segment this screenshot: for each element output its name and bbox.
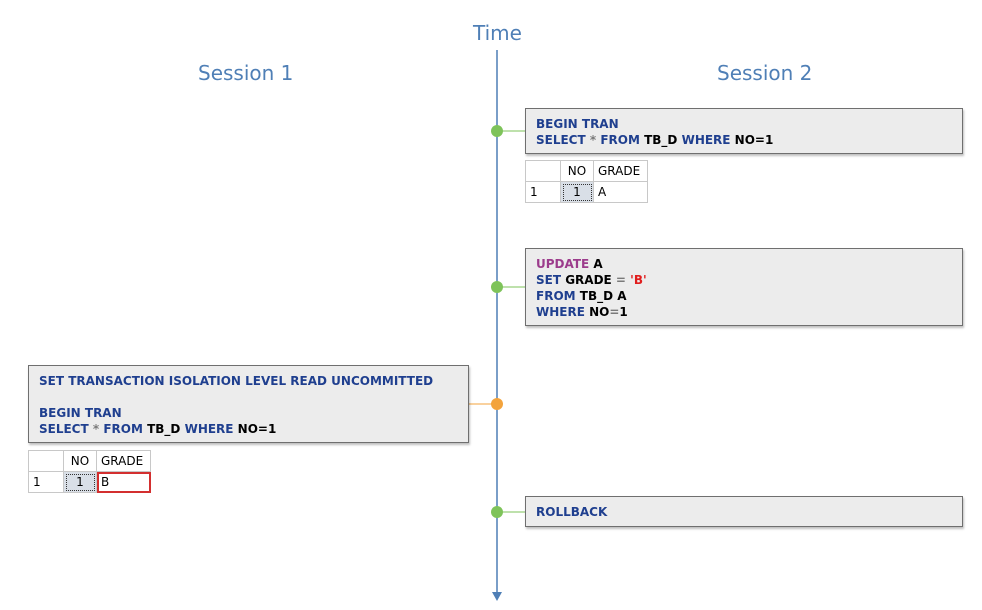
sql-keyword: SET	[536, 273, 562, 287]
s2-update-query-box: UPDATE A SET GRADE = 'B' FROM TB_D A WHE…	[525, 248, 963, 326]
s1-result-grid: NO GRADE 1 1 B	[28, 450, 151, 493]
table-row: 1 1 B	[28, 471, 151, 493]
grid-header-no: NO	[560, 160, 594, 182]
code-line: SELECT * FROM TB_D WHERE NO=1	[39, 421, 458, 437]
sql-keyword: SELECT	[536, 133, 586, 147]
sql-keyword: WHERE	[681, 133, 731, 147]
code-line: ROLLBACK	[536, 504, 952, 520]
grid-row-number: 1	[28, 471, 64, 493]
event-dot-s2-update	[491, 281, 503, 293]
grid-corner-cell	[28, 450, 64, 472]
sql-value: 1	[619, 305, 628, 319]
sql-identifier: TB_D A	[575, 289, 627, 303]
sql-keyword: BEGIN TRAN	[536, 117, 619, 131]
sql-string-literal: 'B'	[625, 273, 647, 287]
sql-keyword: BEGIN TRAN	[39, 406, 122, 420]
grid-header-row: NO GRADE	[28, 450, 151, 472]
grid-header-row: NO GRADE	[525, 160, 648, 182]
grid-cell-no[interactable]: 1	[63, 471, 97, 493]
grid-header-grade: GRADE	[593, 160, 648, 182]
sql-identifier: TB_D	[639, 133, 682, 147]
code-line: FROM TB_D A	[536, 288, 952, 304]
s2-rollback-box: ROLLBACK	[525, 496, 963, 527]
grid-header-no: NO	[63, 450, 97, 472]
s1-select-query-box: SET TRANSACTION ISOLATION LEVEL READ UNC…	[28, 365, 469, 443]
code-line: SET GRADE = 'B'	[536, 272, 952, 288]
code-line: BEGIN TRAN	[39, 405, 458, 421]
session1-label: Session 1	[198, 61, 294, 85]
time-label: Time	[473, 21, 522, 45]
event-dot-s2-rollback	[491, 506, 503, 518]
sql-operator: *	[585, 133, 601, 147]
sql-operator: =	[609, 305, 620, 319]
sql-keyword: FROM	[600, 133, 640, 147]
code-line: BEGIN TRAN	[536, 116, 952, 132]
sql-keyword: WHERE	[536, 305, 585, 319]
code-line: WHERE NO=1	[536, 304, 952, 320]
event-dot-s2-begin	[491, 125, 503, 137]
sql-keyword: SELECT	[39, 422, 89, 436]
sql-identifier: TB_D	[142, 422, 185, 436]
session2-label: Session 2	[717, 61, 813, 85]
sql-condition: NO=1	[233, 422, 277, 436]
sql-keyword: UPDATE	[536, 257, 590, 271]
sql-keyword: WHERE	[184, 422, 234, 436]
table-row: 1 1 A	[525, 181, 648, 203]
sql-keyword: FROM	[536, 289, 576, 303]
sql-keyword: FROM	[103, 422, 143, 436]
grid-header-grade: GRADE	[96, 450, 151, 472]
sql-keyword: ROLLBACK	[536, 505, 608, 519]
s2-begin-query-box: BEGIN TRAN SELECT * FROM TB_D WHERE NO=1	[525, 108, 963, 154]
code-line: SET TRANSACTION ISOLATION LEVEL READ UNC…	[39, 373, 458, 389]
sql-operator: =	[615, 273, 626, 287]
sql-identifier: GRADE	[561, 273, 616, 287]
sql-operator: *	[88, 422, 104, 436]
grid-row-number: 1	[525, 181, 561, 203]
grid-cell-no[interactable]: 1	[560, 181, 594, 203]
code-line-blank	[39, 389, 458, 405]
grid-cell-grade[interactable]: A	[593, 181, 648, 203]
s2-result-grid: NO GRADE 1 1 A	[525, 160, 648, 203]
sql-identifier: A	[589, 257, 603, 271]
grid-corner-cell	[525, 160, 561, 182]
code-line: SELECT * FROM TB_D WHERE NO=1	[536, 132, 952, 148]
sql-keyword: SET TRANSACTION ISOLATION LEVEL READ UNC…	[39, 374, 434, 388]
grid-cell-grade-dirty-read[interactable]: B	[96, 471, 151, 493]
sql-identifier: NO	[584, 305, 610, 319]
sql-condition: NO=1	[730, 133, 774, 147]
code-line: UPDATE A	[536, 256, 952, 272]
timeline-arrow-icon	[492, 592, 502, 601]
event-dot-s1-select	[491, 398, 503, 410]
